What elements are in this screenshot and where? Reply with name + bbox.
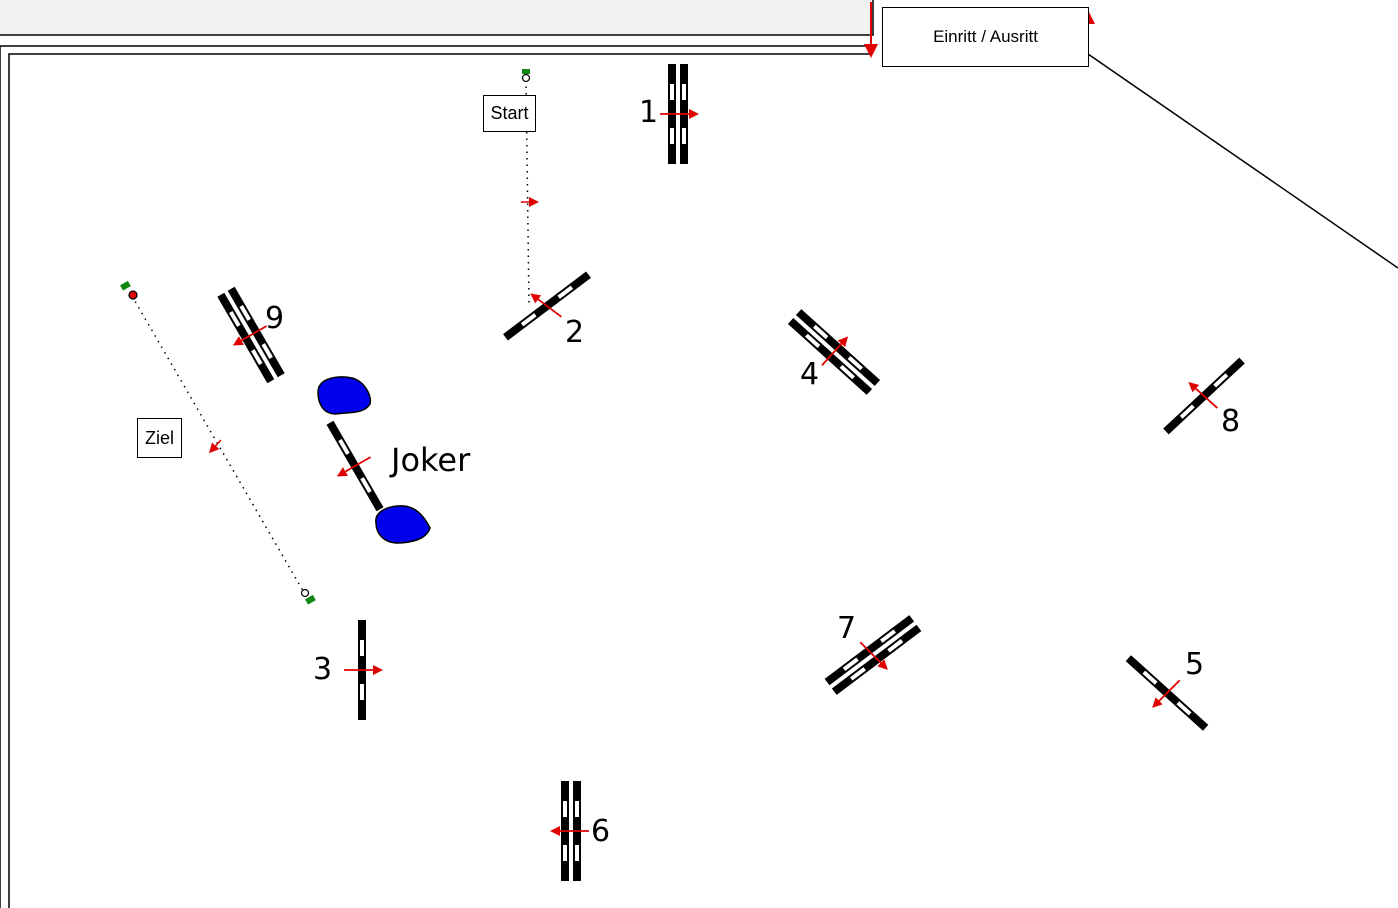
obstacle-3: [344, 620, 383, 720]
finish-flag-left-icon: [120, 280, 138, 300]
jump-direction-arrow: [1188, 381, 1218, 409]
obstacle-number-5: 5: [1185, 647, 1205, 682]
start-label-text: Start: [490, 103, 529, 123]
water-pond-upper-icon: [317, 376, 372, 415]
jump-direction-arrow: [336, 456, 372, 477]
obstacles-layer: [217, 64, 1245, 881]
obstacle-number-9: 9: [265, 301, 285, 336]
start-label: Start: [483, 95, 536, 132]
finish-flag-right-icon: [300, 588, 316, 605]
obstacle-number-7: 7: [837, 611, 857, 646]
obstacle-joker: [326, 420, 384, 512]
joker-label: Joker: [391, 441, 471, 479]
entrance-label: Einritt / Ausritt: [882, 7, 1089, 67]
water-pond-lower-icon: [375, 505, 431, 544]
obstacle-1: [660, 64, 699, 164]
start-line: [521, 79, 539, 306]
obstacle-7: [824, 615, 922, 695]
top-bar: [0, 0, 874, 36]
obstacle-2: [503, 271, 591, 341]
obstacle-6: [550, 781, 589, 881]
start-flag-icon: [521, 69, 531, 83]
obstacle-number-1: 1: [639, 95, 659, 130]
jump-direction-arrow: [859, 641, 888, 670]
finish-line: [131, 295, 307, 597]
obstacle-number-3: 3: [313, 652, 333, 687]
jump-direction-arrow: [232, 325, 268, 346]
obstacle-4: [787, 309, 881, 395]
obstacle-number-6: 6: [591, 814, 611, 849]
obstacle-number-4: 4: [800, 357, 820, 392]
obstacle-number-2: 2: [565, 315, 585, 350]
entrance-label-text: Einritt / Ausritt: [933, 27, 1038, 46]
jump-direction-arrow: [821, 336, 849, 366]
jump-direction-arrow: [530, 293, 562, 318]
finish-label-text: Ziel: [144, 427, 174, 448]
jump-direction-arrow: [1152, 679, 1181, 708]
obstacle-number-8: 8: [1221, 404, 1241, 439]
arena-border: [0, 45, 1398, 908]
obstacle-5: [1125, 655, 1209, 731]
obstacle-8: [1163, 357, 1245, 435]
obstacle-9: [217, 286, 285, 384]
finish-label: Ziel: [137, 418, 182, 458]
